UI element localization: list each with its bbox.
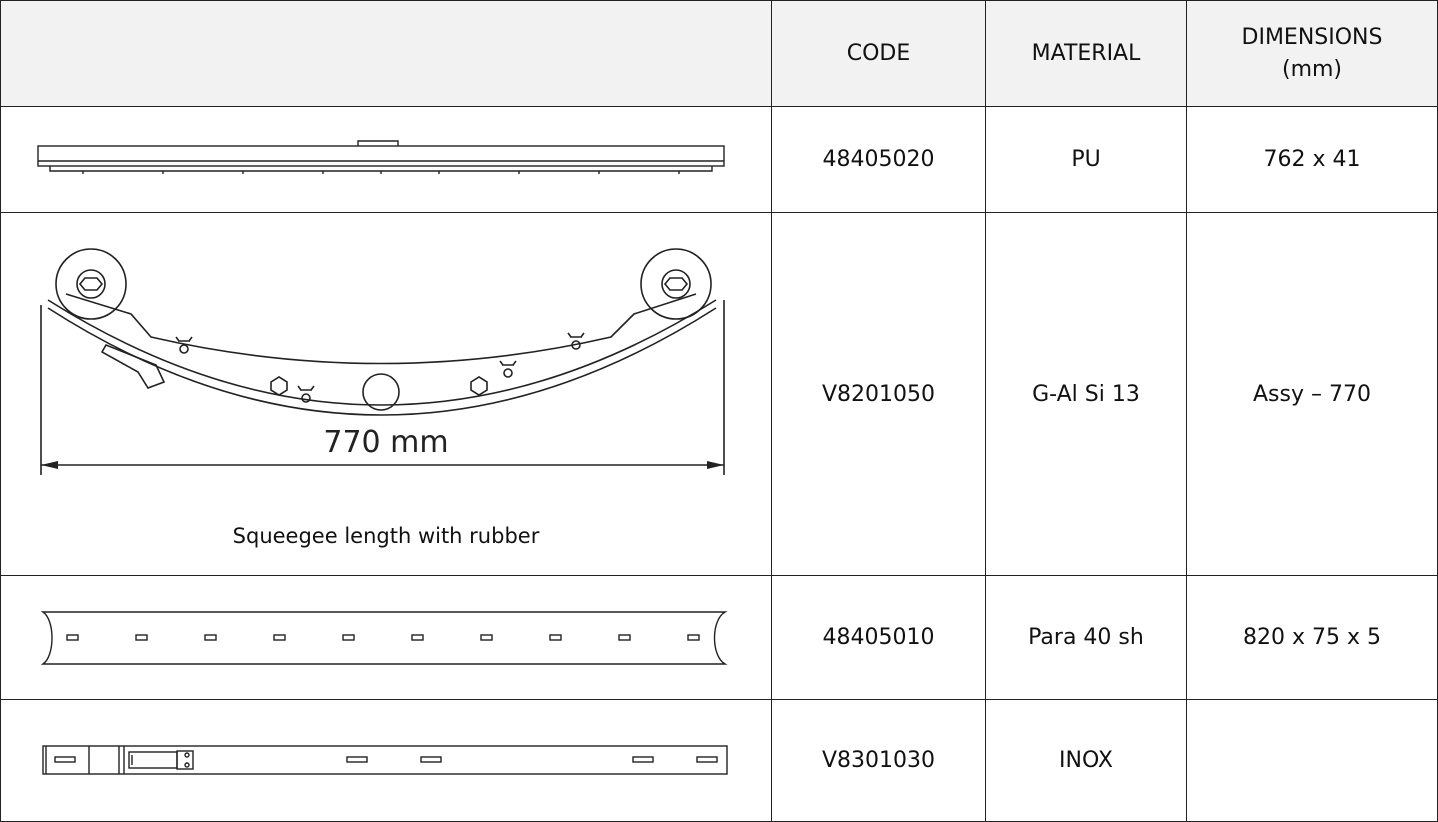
- material-cell: INOX: [985, 699, 1187, 822]
- table-row: 48405010 Para 40 sh 820 x 75 x 5: [0, 575, 1438, 700]
- header-row: CODE MATERIAL DIMENSIONS (mm): [0, 0, 1438, 107]
- dimensions-cell: 762 x 41: [1186, 106, 1438, 213]
- material-header-label: MATERIAL: [1031, 40, 1141, 66]
- rubber-blade-drawing-icon: [37, 139, 725, 174]
- steel-bar-drawing-icon: [42, 744, 728, 775]
- code-header-label: CODE: [846, 40, 911, 66]
- table-row: 48405020 PU 762 x 41: [0, 106, 1438, 213]
- dimensions-cell: [1186, 699, 1438, 822]
- squeegee-assembly-drawing-icon: 770 mm: [40, 248, 725, 475]
- dimensions-cell: Assy – 770: [1186, 212, 1438, 576]
- material-cell: PU: [985, 106, 1187, 213]
- table-row: 770 mm Squeegee length with rubber V8201…: [0, 212, 1438, 576]
- table-row: V8301030 INOX: [0, 699, 1438, 822]
- length-dimension-label: 770 mm: [323, 425, 448, 460]
- code-cell: 48405010: [771, 575, 986, 700]
- code-column-header: CODE: [771, 0, 986, 107]
- drawing-cell: [0, 575, 772, 700]
- dimensions-column-header: DIMENSIONS (mm): [1186, 0, 1438, 107]
- code-cell: V8201050: [771, 212, 986, 576]
- drawing-caption: Squeegee length with rubber: [232, 524, 540, 548]
- drawing-cell: 770 mm Squeegee length with rubber: [0, 212, 772, 576]
- drawing-cell: [0, 106, 772, 213]
- material-column-header: MATERIAL: [985, 0, 1187, 107]
- code-cell: 48405020: [771, 106, 986, 213]
- drawing-column-header: [0, 0, 772, 107]
- dimensions-header-label: DIMENSIONS: [1241, 24, 1383, 50]
- rubber-strip-drawing-icon: [41, 610, 728, 665]
- material-cell: G-Al Si 13: [985, 212, 1187, 576]
- material-cell: Para 40 sh: [985, 575, 1187, 700]
- dimensions-unit-label: (mm): [1281, 56, 1343, 82]
- dimensions-cell: 820 x 75 x 5: [1186, 575, 1438, 700]
- code-cell: V8301030: [771, 699, 986, 822]
- drawing-cell: [0, 699, 772, 822]
